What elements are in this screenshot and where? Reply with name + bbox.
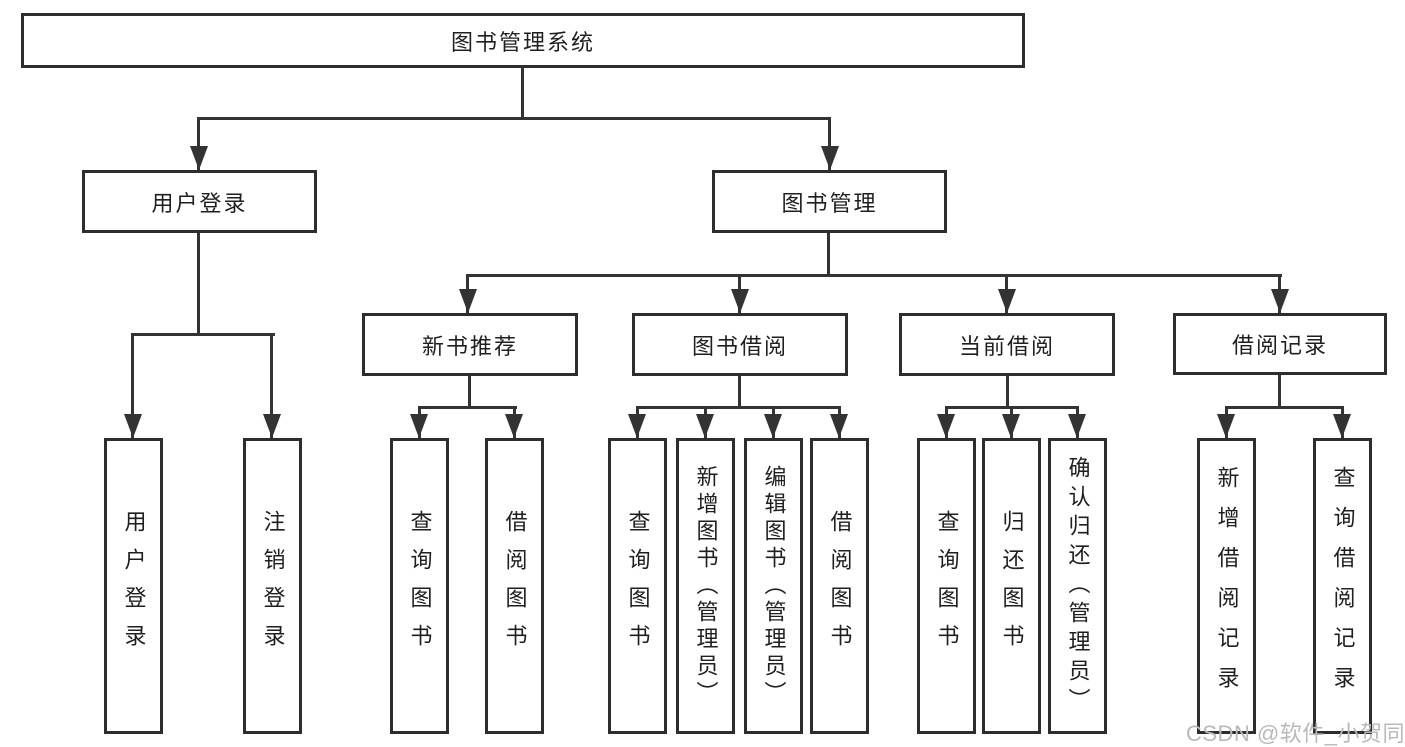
- connector-stem-book-management: [828, 117, 831, 170]
- leaf-label: 查询图书: [407, 510, 433, 662]
- leaf-label: 确认归还（管理员）: [1065, 455, 1091, 717]
- arrow-down-icon: [1271, 289, 1289, 313]
- leaf-label: 新增借阅记录: [1214, 466, 1240, 706]
- connector-book-borrow-trunk: [738, 375, 741, 409]
- node-leaf-query-borrow-record: 查询借阅记录: [1313, 438, 1372, 734]
- arrow-down-icon: [505, 414, 523, 438]
- leaf-label: 编辑图书（管理员）: [761, 464, 787, 708]
- connector-stem-user-login: [197, 117, 200, 170]
- node-leaf-borrow-books-1: 借阅图书: [485, 438, 544, 734]
- node-new-book-recommend: 新书推荐: [362, 313, 578, 376]
- connector-level1-splitter: [197, 117, 831, 120]
- connector-level2-splitter: [466, 274, 1282, 277]
- leaf-label: 查询借阅记录: [1330, 466, 1356, 706]
- connector-user-login-trunk: [197, 233, 200, 335]
- node-book-management-label: 图书管理: [781, 190, 878, 216]
- leaf-label: 注销登录: [260, 510, 286, 662]
- arrow-down-icon: [124, 414, 142, 438]
- node-leaf-logout: 注销登录: [243, 438, 302, 734]
- node-user-login-label: 用户登录: [151, 190, 248, 216]
- node-leaf-confirm-return-admin: 确认归还（管理员）: [1048, 438, 1107, 734]
- arrow-down-icon: [937, 414, 955, 438]
- node-current-borrow: 当前借阅: [899, 313, 1115, 376]
- leaf-label: 查询图书: [625, 510, 651, 662]
- leaf-label: 查询图书: [934, 510, 960, 662]
- node-leaf-user-login: 用户登录: [104, 438, 163, 734]
- node-borrow-records-label: 借阅记录: [1231, 333, 1328, 358]
- arrow-down-icon: [1333, 414, 1351, 438]
- leaf-label: 借阅图书: [827, 510, 853, 662]
- leaf-label: 用户登录: [121, 510, 147, 662]
- connector-stem-leaf-logout: [270, 333, 273, 438]
- csdn-watermark: CSDN @软件_小贺同学: [1186, 721, 1405, 746]
- node-leaf-add-book-admin: 新增图书（管理员）: [676, 438, 735, 734]
- connector-borrow-records-splitter: [1225, 406, 1343, 409]
- connector-book-management-trunk: [827, 233, 830, 276]
- arrow-down-icon: [1068, 414, 1086, 438]
- node-book-borrow-label: 图书借阅: [691, 333, 788, 359]
- node-leaf-query-books-1: 查询图书: [390, 438, 449, 734]
- arrow-down-icon: [1002, 414, 1020, 438]
- arrow-down-icon: [628, 414, 646, 438]
- connector-root-trunk: [521, 68, 524, 118]
- arrow-down-icon: [410, 414, 428, 438]
- leaf-label: 新增图书（管理员）: [693, 464, 719, 708]
- node-current-borrow-label: 当前借阅: [958, 333, 1055, 359]
- leaf-label: 归还图书: [999, 510, 1025, 662]
- connector-book-borrow-splitter: [636, 406, 841, 409]
- connector-new-book-trunk: [468, 375, 471, 409]
- node-user-login: 用户登录: [82, 170, 317, 233]
- node-leaf-return-books: 归还图书: [982, 438, 1041, 734]
- connector-user-login-splitter: [132, 333, 275, 336]
- node-root: 图书管理系统: [21, 13, 1025, 68]
- arrow-down-icon: [830, 414, 848, 438]
- node-leaf-edit-book-admin: 编辑图书（管理员）: [744, 438, 803, 734]
- arrow-down-icon: [696, 414, 714, 438]
- node-new-book-recommend-label: 新书推荐: [421, 333, 518, 359]
- node-leaf-query-books-3: 查询图书: [917, 438, 976, 734]
- connector-borrow-records-trunk: [1278, 375, 1281, 409]
- connector-current-borrow-trunk: [1006, 375, 1009, 409]
- node-root-label: 图书管理系统: [450, 29, 595, 55]
- arrow-down-icon: [998, 289, 1016, 313]
- arrow-down-icon: [1217, 414, 1235, 438]
- node-book-management: 图书管理: [712, 170, 947, 233]
- node-book-borrow: 图书借阅: [632, 313, 848, 376]
- node-leaf-borrow-books-2: 借阅图书: [810, 438, 869, 734]
- connector-stem-leaf-login: [131, 333, 134, 438]
- arrow-down-icon: [821, 146, 839, 170]
- node-borrow-records: 借阅记录: [1173, 313, 1387, 375]
- arrow-down-icon: [263, 414, 281, 438]
- node-leaf-query-books-2: 查询图书: [608, 438, 667, 734]
- leaf-label: 借阅图书: [502, 510, 528, 662]
- arrow-down-icon: [764, 414, 782, 438]
- arrow-down-icon: [731, 289, 749, 313]
- arrow-down-icon: [190, 146, 208, 170]
- connector-new-book-splitter: [418, 406, 517, 409]
- arrow-down-icon: [459, 289, 477, 313]
- node-leaf-add-borrow-record: 新增借阅记录: [1197, 438, 1256, 734]
